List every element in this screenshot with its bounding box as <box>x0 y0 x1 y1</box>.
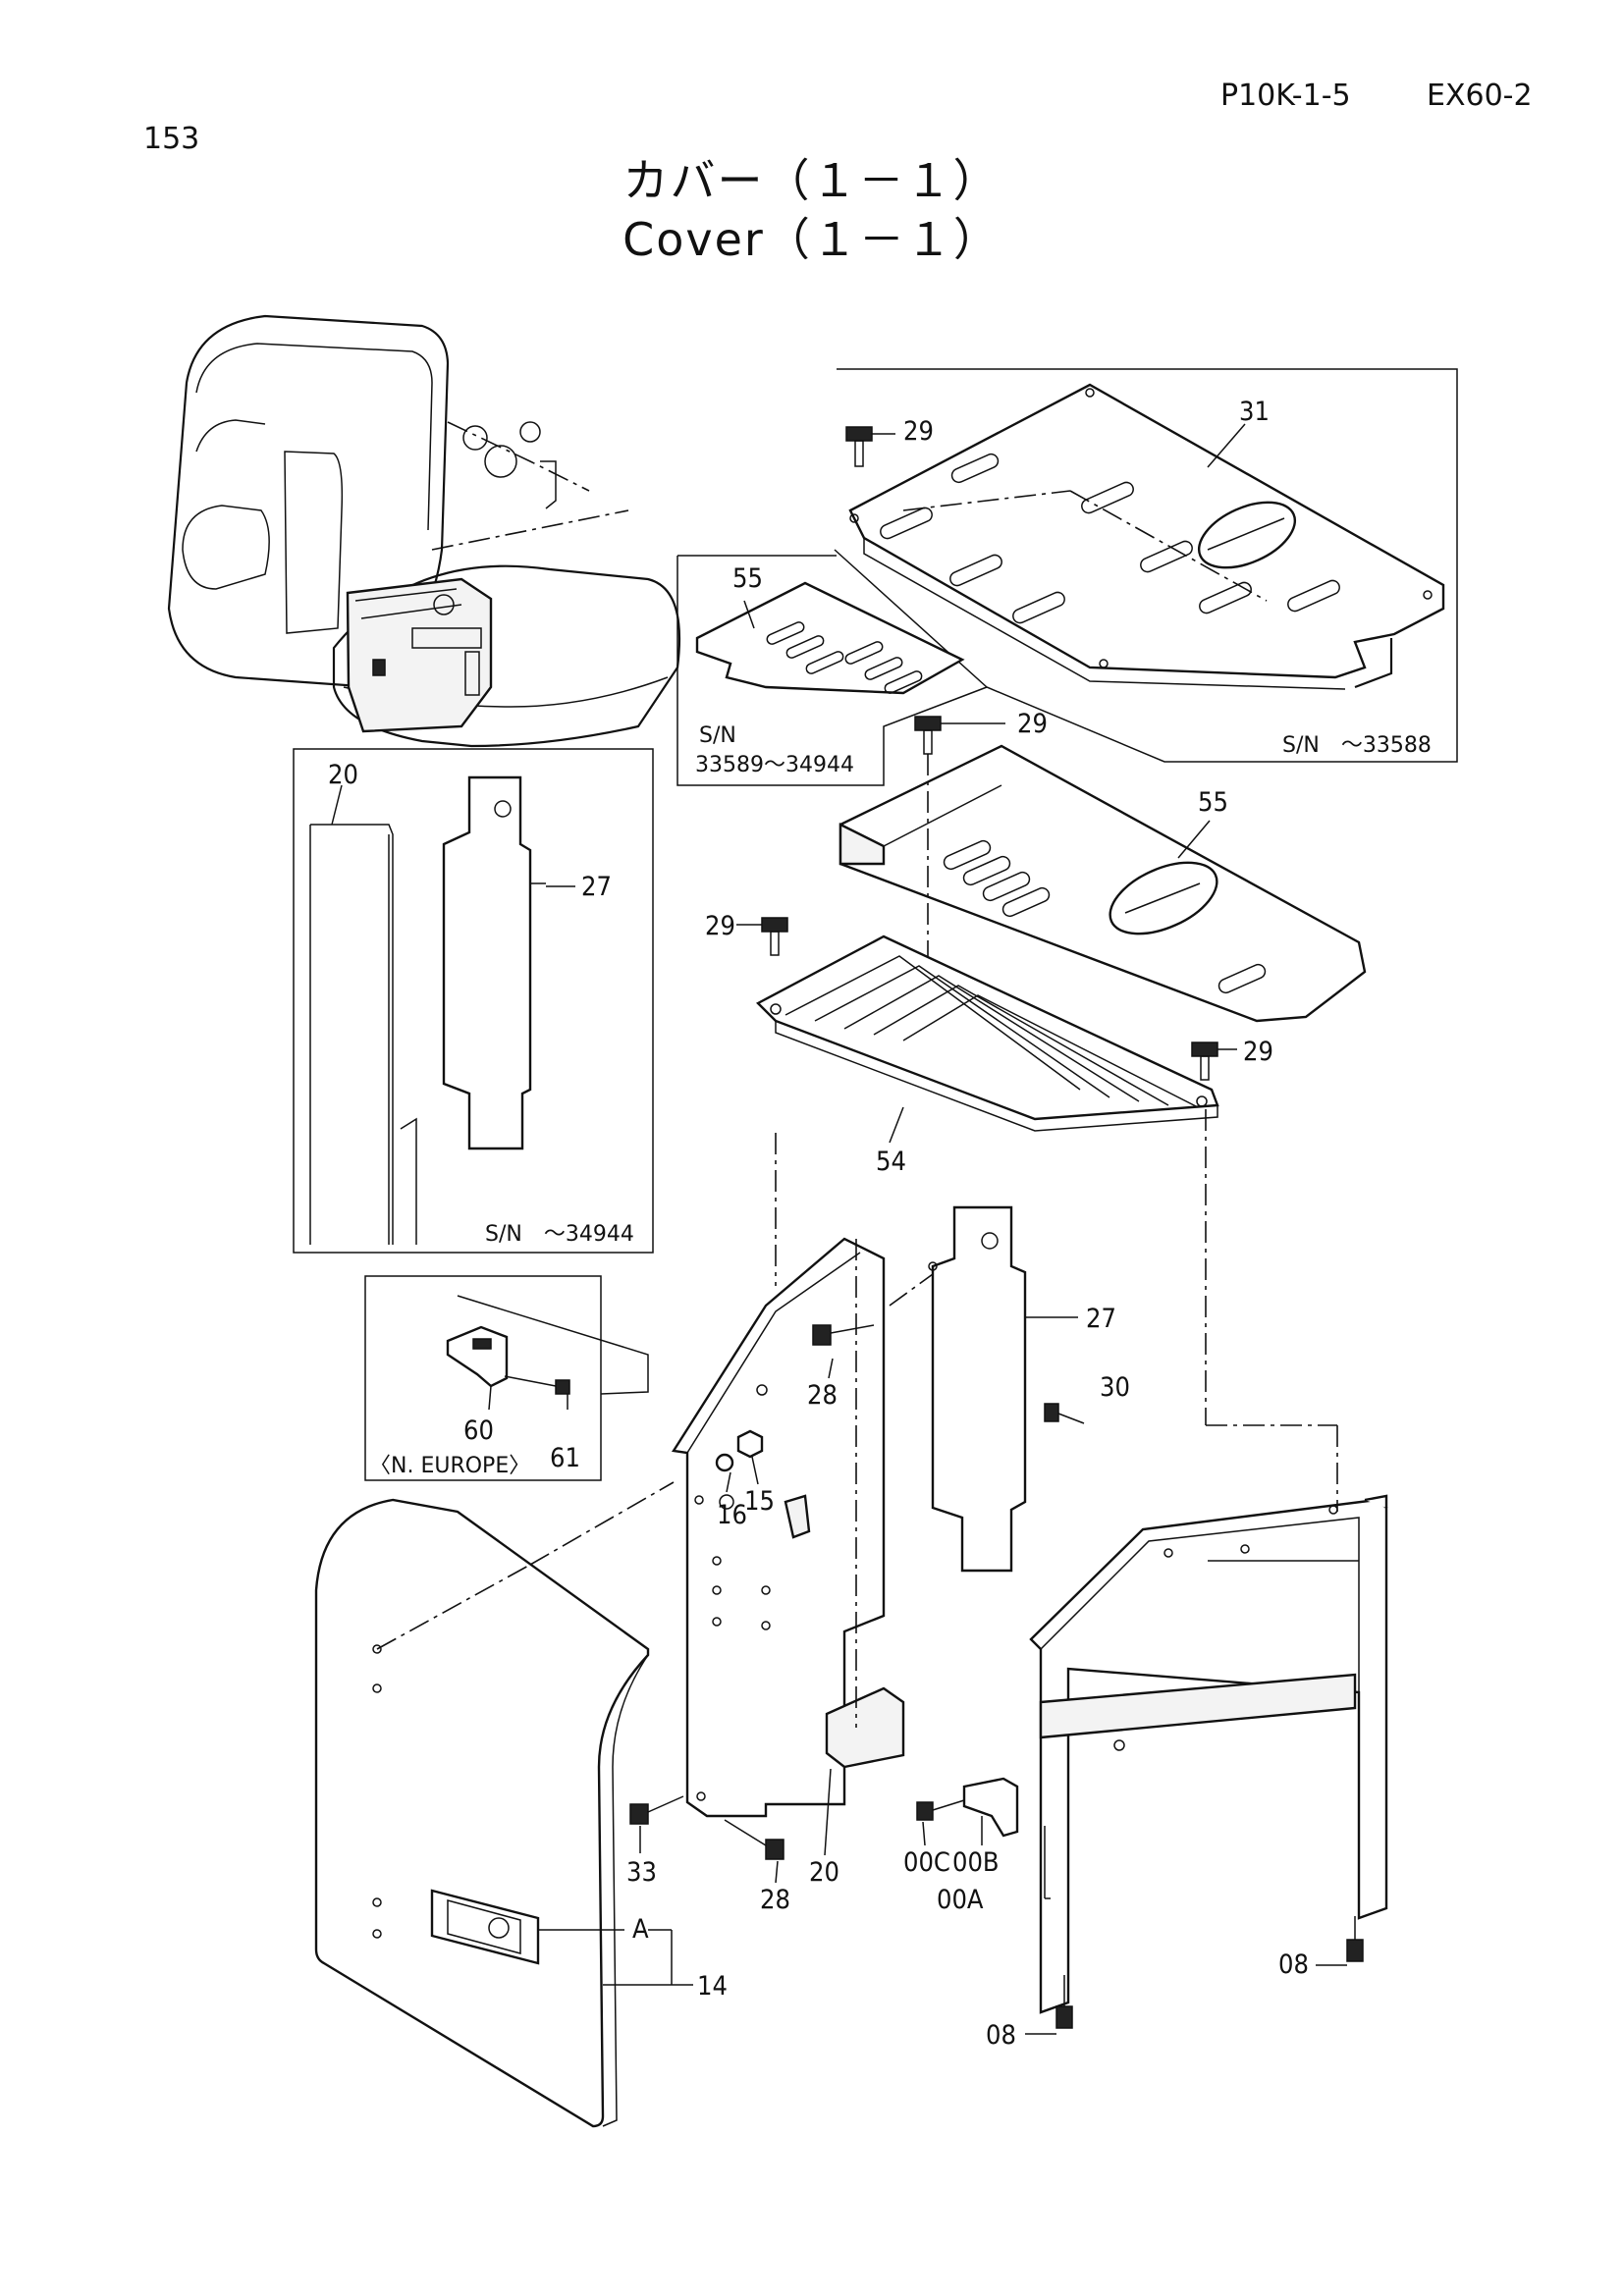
callout-28: 28 <box>807 1380 838 1411</box>
frame-00a <box>1029 1494 1388 2029</box>
callout-20: 20 <box>328 760 358 790</box>
bolt-29c <box>736 917 788 956</box>
cover-55-box <box>676 555 988 786</box>
bolt-29a <box>845 426 895 467</box>
callout-16: 16 <box>717 1500 747 1530</box>
callout-54: 54 <box>876 1147 906 1177</box>
bracket-27 <box>928 1205 1027 1573</box>
callout-33: 33 <box>626 1857 657 1888</box>
callout-29: 29 <box>1243 1037 1273 1067</box>
title-english: Cover（１－１） <box>622 213 1001 266</box>
callout-27: 27 <box>1086 1304 1116 1334</box>
model-name: EX60-2 <box>1427 79 1533 113</box>
callout-30: 30 <box>1100 1372 1130 1403</box>
bolt-00c <box>916 1799 965 1821</box>
page-number: 153 <box>143 122 200 156</box>
callout-28: 28 <box>760 1885 790 1915</box>
bolt-30 <box>1044 1403 1085 1424</box>
callout-60: 60 <box>463 1415 494 1446</box>
serial-note: 33589～34944 <box>695 753 854 777</box>
washer-16 <box>715 1453 734 1472</box>
bolt-28b <box>724 1819 784 1860</box>
callout-31: 31 <box>1239 397 1270 427</box>
serial-note: S/N <box>699 723 736 748</box>
cover-55 <box>839 744 1367 1023</box>
frame-20 <box>671 1133 905 1818</box>
cover-31-box <box>834 368 1458 763</box>
step-54 <box>756 934 1219 1132</box>
callout-55: 55 <box>1198 787 1228 818</box>
bolt-33 <box>629 1795 684 1825</box>
bolt-29b <box>914 716 1005 982</box>
bolt-28a <box>812 1324 875 1346</box>
cover-14 <box>314 1481 675 2128</box>
catalog-code: P10K-1-5 <box>1220 79 1351 113</box>
bolt-29d <box>1191 1041 1237 1081</box>
callout-08: 08 <box>1278 1949 1309 1980</box>
callout-08: 08 <box>986 2020 1016 2051</box>
callout-29: 29 <box>1017 709 1048 739</box>
callout-14: 14 <box>697 1971 728 2002</box>
callout-00c: 00C <box>903 1847 950 1878</box>
callout-15: 15 <box>744 1486 775 1517</box>
region-note: 〈N. EUROPE〉 <box>369 1454 530 1478</box>
callout-29: 29 <box>903 416 934 447</box>
connector-line <box>889 1273 934 1307</box>
title-japanese: カバー（１－１） <box>622 154 1001 207</box>
callout-a: A <box>632 1914 649 1945</box>
callout-00a: 00A <box>937 1885 984 1915</box>
leader-lines <box>331 423 1347 2035</box>
callout-00b: 00B <box>952 1847 1000 1878</box>
inset-box-n-europe <box>364 1275 649 1481</box>
latch-00b <box>962 1777 1019 1838</box>
callout-27: 27 <box>581 872 612 902</box>
inset-box-20-27 <box>293 748 654 1254</box>
callout-20: 20 <box>809 1857 839 1888</box>
callout-29: 29 <box>705 911 735 941</box>
nut-15 <box>736 1429 764 1459</box>
serial-note: S/N ～33588 <box>1282 733 1432 758</box>
excavator-overview <box>167 314 681 748</box>
callout-55: 55 <box>732 563 763 594</box>
callout-61: 61 <box>550 1443 580 1473</box>
serial-note: S/N ～34944 <box>485 1222 634 1247</box>
